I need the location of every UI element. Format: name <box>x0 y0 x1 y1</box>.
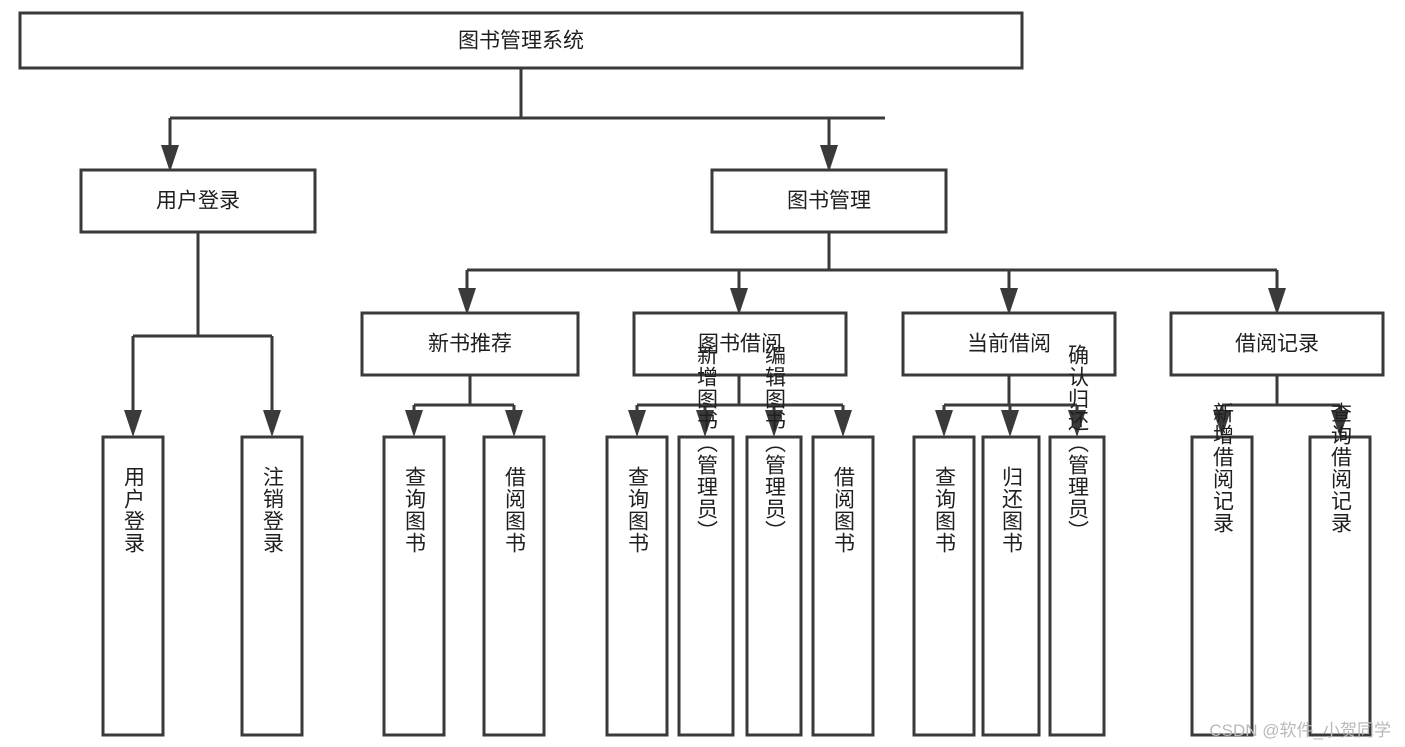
leaf-user-login-box[interactable] <box>101 435 165 737</box>
arrow-current-borrow-leaf-1 <box>935 410 953 437</box>
leaf-query-book-1-label: 查询图书 <box>403 466 427 554</box>
leaf-confirm-return-label: 确认归还（管理员） <box>1066 344 1090 542</box>
leaf-edit-book-box[interactable] <box>745 435 803 737</box>
node-user-login-box[interactable] <box>79 168 317 234</box>
leaf-query-record-label: 查询借阅记录 <box>1329 402 1353 534</box>
node-new-book-recommend-box[interactable] <box>360 311 580 377</box>
arrow-book-borrow-leaf-3 <box>765 410 783 437</box>
leaf-add-book-box[interactable] <box>677 435 735 737</box>
node-book-manage-box[interactable] <box>710 168 948 234</box>
node-user-login[interactable]: 用户登录 <box>79 168 317 234</box>
arrow-borrow-record-leaf-2 <box>1331 410 1349 437</box>
node-book-borrow-label: 图书借阅 <box>698 333 782 356</box>
arrow-book-manage-to-new-book-recommend <box>458 288 476 315</box>
leaf-borrow-book-2-box[interactable] <box>811 435 875 737</box>
connectors-book-manage-to-level3 <box>458 232 1286 315</box>
leaf-return-book[interactable]: 归还图书 <box>981 435 1041 737</box>
node-new-book-recommend[interactable]: 新书推荐 <box>360 311 580 377</box>
arrow-new-book-recommend-leaf-2 <box>505 410 523 437</box>
connectors-new-book-recommend-to-leaves <box>405 375 523 437</box>
leaf-confirm-return-box[interactable] <box>1048 435 1106 737</box>
connectors-borrow-record-to-leaves <box>1213 375 1349 437</box>
node-user-login-label: 用户登录 <box>156 190 240 213</box>
leaf-return-book-box[interactable] <box>981 435 1041 737</box>
leaf-borrow-book-2[interactable]: 借阅图书 <box>811 435 875 737</box>
arrow-root-to-book-manage <box>820 145 838 172</box>
leaf-borrow-book-1-box[interactable] <box>482 435 546 737</box>
node-root-box[interactable] <box>18 11 1024 70</box>
leaf-user-login-label: 用户登录 <box>122 466 146 554</box>
leaf-confirm-return[interactable]: 确认归还（管理员） <box>1048 344 1106 737</box>
leaf-query-book-1[interactable]: 查询图书 <box>382 435 446 737</box>
arrow-book-borrow-leaf-2 <box>696 410 714 437</box>
arrow-book-borrow-leaf-1 <box>628 410 646 437</box>
leaf-add-book-label: 新增图书（管理员） <box>695 344 719 542</box>
leaf-query-record-box[interactable] <box>1308 435 1372 737</box>
connectors-book-borrow-to-leaves <box>628 375 852 437</box>
node-borrow-record-label: 借阅记录 <box>1235 333 1319 356</box>
arrow-user-login-leaf-2 <box>263 410 281 437</box>
node-current-borrow-box[interactable] <box>901 311 1117 377</box>
arrow-book-manage-to-borrow-record <box>1268 288 1286 315</box>
leaf-add-record[interactable]: 新增借阅记录 <box>1190 402 1254 737</box>
leaf-user-login[interactable]: 用户登录 <box>101 435 165 737</box>
leaf-query-book-3[interactable]: 查询图书 <box>912 435 976 737</box>
node-current-borrow[interactable]: 当前借阅 <box>901 311 1117 377</box>
leaf-borrow-book-1[interactable]: 借阅图书 <box>482 435 546 737</box>
connectors-current-borrow-to-leaves <box>935 375 1086 437</box>
leaf-logout-box[interactable] <box>240 435 304 737</box>
node-root-label: 图书管理系统 <box>458 30 584 53</box>
leaf-borrow-book-1-label: 借阅图书 <box>503 466 527 554</box>
node-book-manage[interactable]: 图书管理 <box>710 168 948 234</box>
arrow-current-borrow-leaf-3 <box>1068 410 1086 437</box>
node-borrow-record-box[interactable] <box>1169 311 1385 377</box>
arrow-borrow-record-leaf-1 <box>1213 410 1231 437</box>
node-book-borrow[interactable]: 图书借阅 <box>632 311 848 377</box>
leaf-query-book-2[interactable]: 查询图书 <box>605 435 669 737</box>
node-borrow-record[interactable]: 借阅记录 <box>1169 311 1385 377</box>
leaf-query-book-2-box[interactable] <box>605 435 669 737</box>
leaf-edit-book-label: 编辑图书（管理员） <box>763 344 787 542</box>
leaf-query-book-2-label: 查询图书 <box>626 466 650 554</box>
leaf-query-book-1-box[interactable] <box>382 435 446 737</box>
node-root[interactable]: 图书管理系统 <box>18 11 1024 70</box>
node-book-borrow-box[interactable] <box>632 311 848 377</box>
connectors-root-to-level2 <box>161 68 885 172</box>
leaf-borrow-book-2-label: 借阅图书 <box>832 466 856 554</box>
leaf-query-book-3-label: 查询图书 <box>933 466 957 554</box>
arrow-book-manage-to-book-borrow <box>730 288 748 315</box>
arrow-book-borrow-leaf-4 <box>834 410 852 437</box>
node-current-borrow-label: 当前借阅 <box>967 333 1051 356</box>
arrow-user-login-leaf-1 <box>124 410 142 437</box>
leaf-query-record[interactable]: 查询借阅记录 <box>1308 402 1372 737</box>
leaf-add-record-box[interactable] <box>1190 435 1254 737</box>
leaf-return-book-label: 归还图书 <box>1000 466 1024 554</box>
arrow-current-borrow-leaf-2 <box>1001 410 1019 437</box>
arrow-book-manage-to-current-borrow <box>1000 288 1018 315</box>
arrow-root-to-user-login <box>161 145 179 172</box>
connectors-user-login-to-leaves <box>124 232 281 437</box>
leaf-add-record-label: 新增借阅记录 <box>1211 402 1235 534</box>
leaf-add-book[interactable]: 新增图书（管理员） <box>677 344 735 737</box>
node-book-manage-label: 图书管理 <box>787 190 871 213</box>
arrow-new-book-recommend-leaf-1 <box>405 410 423 437</box>
leaf-logout-label: 注销登录 <box>261 466 285 554</box>
leaf-query-book-3-box[interactable] <box>912 435 976 737</box>
leaf-edit-book[interactable]: 编辑图书（管理员） <box>745 344 803 737</box>
node-new-book-recommend-label: 新书推荐 <box>428 333 512 356</box>
leaf-logout[interactable]: 注销登录 <box>240 435 304 737</box>
